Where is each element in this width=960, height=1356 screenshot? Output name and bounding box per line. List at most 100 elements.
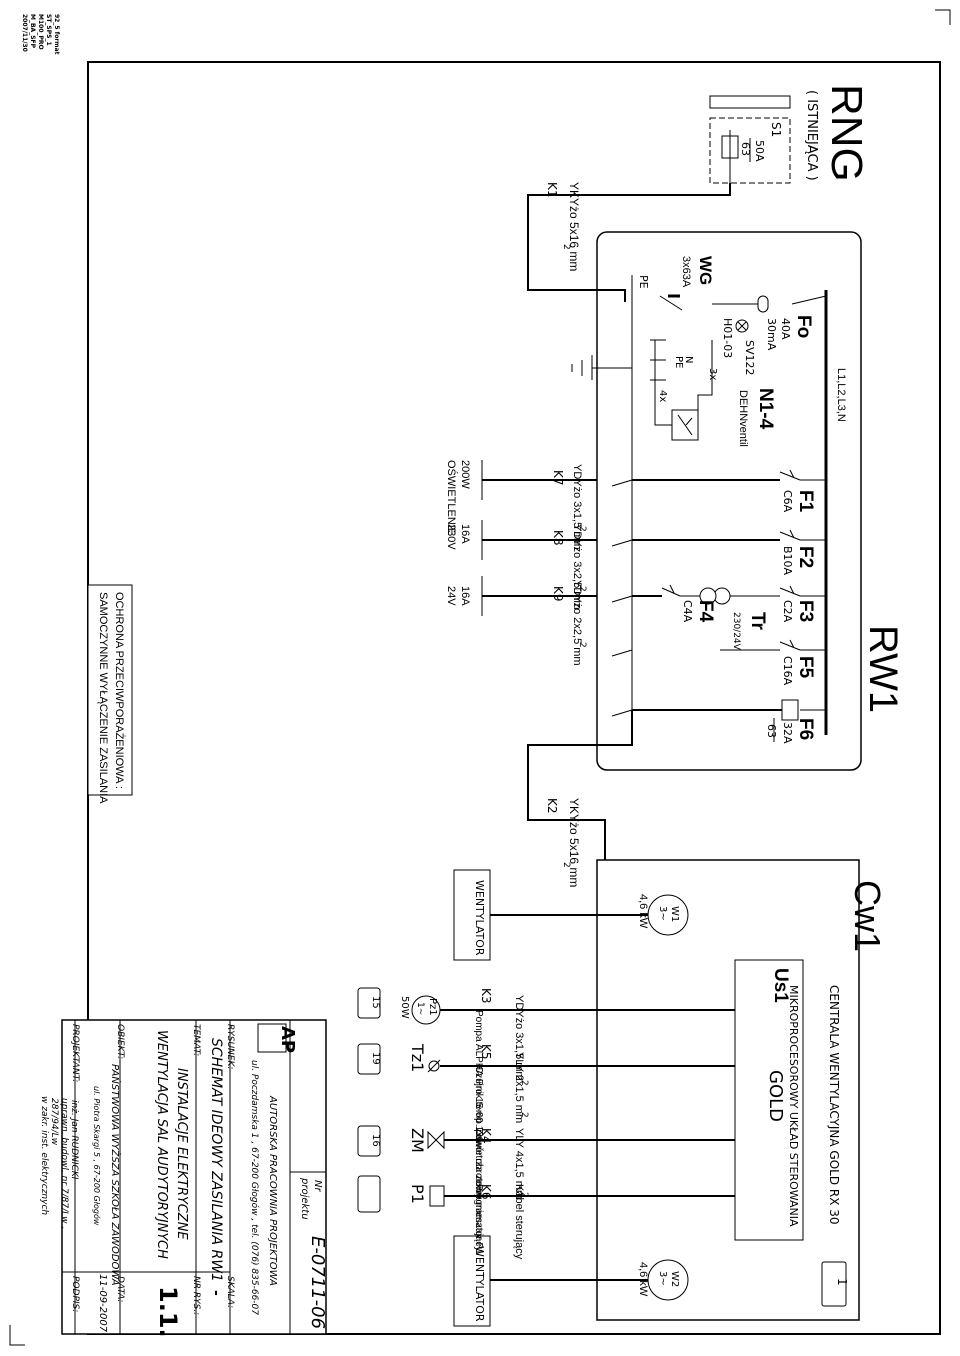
tb-project-no: E-0711-06 [307,1236,328,1329]
rng-feeder-cable-sup: 2 [561,244,571,250]
f6-label: F6 [795,718,816,740]
plot-id-line: ST_SPS_1 [45,14,52,46]
f4-rating: C4A [681,600,694,623]
k9-load2: 24V [445,586,457,606]
fan-w2: W2 3~ 4,6 kW WENTYLATOR [453,1235,689,1327]
cw1-unit: Cw1 CENTRALA WENTYLACYJNA GOLD RX 30 1 U… [357,859,888,1327]
circuit-f2: F2 B10A [632,529,826,576]
tb-data: 11-09-2007 [97,1274,108,1333]
terminal-16-box [357,1125,381,1157]
tb-temat1: INSTALACJE ELEKTRYCZNE [174,1068,189,1240]
protection-note: OCHRONA PRZECIWPORAŻENIOWA : SAMOCZYNNE … [87,584,133,804]
rw1-board: RW1 L1,L2,L3,N WG 3x63A PE Fo 40A 30mA S… [571,231,905,771]
k3-desc: Pompa ALPHA Pro 15-60 130 [473,1010,484,1143]
programmer-icon [429,1185,445,1207]
k2-feeder-line [527,710,633,860]
rw1-enclosure [596,231,862,771]
crop-mark-tr [935,9,951,25]
k4-id: K4 [479,1128,493,1144]
wg-label: WG [696,256,715,285]
tb-nr-label: Nr [312,1180,323,1192]
tb-obiekt2: ul. Piotra Skargi 5 , 67-200 Głogów [92,1086,102,1226]
tb-skala: - [208,1290,224,1296]
n14-spd: DEHNventil [737,390,749,447]
tb-projektant-label: PROJEKTANT: [70,1024,80,1082]
controller-box [734,959,804,1241]
pe-tap [611,479,633,717]
protection-note-line1: OCHRONA PRZECIWPORAŻENIOWA : [113,592,126,789]
tb-obiekt1: PAŃSTWOWA WYŻSZA SZKOŁA ZAWODOWA [109,1064,122,1286]
k3-cable-sup: 2 [519,1080,529,1086]
f1-label: F1 [795,490,816,513]
fan-w1: W1 3~ 4,6 kW WENTYLATOR [453,869,689,961]
rng-enclosure [709,117,791,184]
indicator-lamp-cross [737,321,747,331]
fo-coil-icon [757,295,769,313]
cw1-badge-box [821,1261,847,1307]
plot-id-line: M100_PRO [37,14,44,50]
k1-feeder-line [527,183,731,302]
rng-subtitle: ( ISTNIEJĄCA ) [804,90,819,181]
office-logo-box [257,1023,287,1053]
tb-temat-label: TEMAT: [191,1024,201,1056]
fan-w2-id: W2 [669,1271,680,1287]
pump-sym-sub: 1~ [415,1002,425,1015]
breaker-icon [779,529,801,541]
tb-projektant1: inż. Jan RUDNICKI [69,1100,79,1180]
cw1-title: Cw1 [847,880,888,952]
fuse-icon [781,699,799,721]
tb-office-name: AUTORSKA PRACOWNIA PROJEKTOWA [267,1095,278,1286]
tb-office-addr: ul. Poczdamska 1 , 67-200 Głogów , tel. … [249,1060,260,1315]
title-block: Nr projektu E-0711-06 AP AUTORSKA PRACOW… [39,1019,328,1338]
wg-rating: 3x63A [680,256,692,288]
circuit-f5: F5 C16A [720,639,826,686]
f5-label: F5 [795,656,816,679]
tb-temat2: WENTYLACJA SAL AUDYTORYJNYCH [154,1030,169,1259]
k5-cable-sup: 2 [519,1112,529,1118]
k9-id: K9 [551,586,565,602]
k5-id: K5 [479,1044,493,1060]
k3-cable: YDYżo 3x1,5 mm [513,995,525,1081]
breaker-icon [779,585,801,597]
valve-icon [427,1130,445,1150]
n14-n: N [683,356,694,363]
k8-id: K8 [551,530,565,546]
f5-rating: C16A [781,656,794,686]
tb-rysunek-label: RYSUNEK: [225,1024,235,1069]
k8-cable: YDYżo 3x2,5 mm [571,524,583,610]
k8-cable-sup: 2 [577,586,587,592]
fan-w1-power: 4,6 kW [637,894,649,929]
tb-data-label: DATA: [115,1276,125,1302]
fan-w1-label-box [453,869,491,961]
tb-projektu-label: projektu [299,1177,310,1220]
fan-w2-phase: 3~ [657,1271,668,1286]
cw1-central: CENTRALA WENTYLACYJNA GOLD RX 30 [827,985,841,1225]
k6-cable: Kabel sterujący [513,1184,525,1260]
terminal-blank-box [357,1175,381,1213]
f6-size: 63 [765,724,778,738]
k5-desc: Czujnik temp. powietrza zewn. [473,1066,484,1201]
cw1-badge: 1 [835,1278,849,1286]
f2-rating: B10A [781,546,794,576]
pump-symbol: Pz1 [427,998,438,1016]
terminal-15: 15 [370,996,381,1009]
protection-note-line2: SAMOCZYNNE WYŁĄCZENIE ZASILANIA [97,592,109,804]
title-block-frame [61,1019,327,1335]
fan-w1-phase: 3~ [657,906,668,921]
temp-sensor-slash [427,1059,441,1073]
tr-label: Tr [747,612,768,631]
fan-w1-id: W1 [669,906,680,922]
programmer-symbol: P1 [408,1184,427,1204]
k5-cable: YLY 2x1,5 mm [513,1052,525,1123]
lamp-type: SV122 [743,340,756,376]
tb-nr-rys: 1.1. [154,1286,182,1338]
k4-cable-sup: 2 [519,1192,529,1198]
k2-cable: YKYżo 5x16 mm [567,798,581,887]
pump-power: 50W [399,996,410,1019]
rng-fuse-rating: 50A [753,140,766,162]
k7-id: K7 [551,470,565,486]
tb-projektant2: uprawn. budowl. nr 7/87/Lw , [59,1098,69,1229]
terminal-19: 19 [370,1052,381,1065]
circuit-f6: F6 32A 63 [632,699,826,744]
tr-ratio: 230/24V [731,612,741,651]
